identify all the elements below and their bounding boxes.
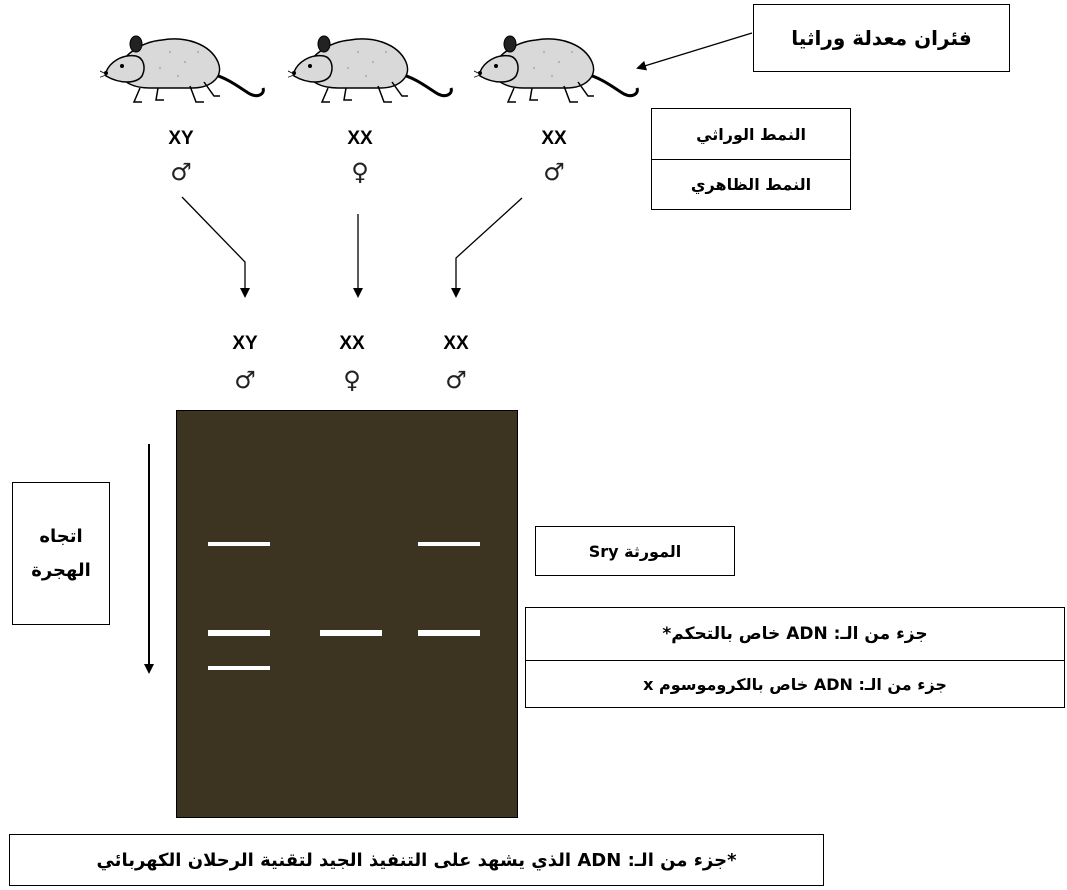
transgenic-mice-label: فئران معدلة وراثيا (753, 4, 1010, 72)
lane-1-connector-arrow (181, 196, 250, 298)
x-chromosome-dna-label: جزء من الـ: ADN خاص بالكروموسوم x (525, 660, 1065, 708)
genotype-label-text: النمط الوراثي (696, 124, 806, 144)
transgenic-mice-text: فئران معدلة وراثيا (791, 26, 972, 50)
lane-3-connector-arrow (451, 197, 523, 298)
mouse-2-sex-symbol: ♀ (351, 158, 369, 186)
phenotype-label-box: النمط الظاهري (651, 159, 851, 210)
migration-label-line1: اتجاه (39, 525, 83, 547)
mouse-2-genotype: XX (347, 128, 373, 149)
transgenic-pointer-arrow (636, 32, 753, 71)
gel-band-lane1-control (208, 630, 270, 636)
lane-1-sex-symbol: ♂ (234, 366, 256, 394)
lane-3-sex-symbol: ♂ (445, 366, 467, 394)
lane-1-genotype: XY (232, 333, 258, 354)
footnote-text: *جزء من الـ: ADN الذي يشهد على التنفيذ ا… (96, 849, 737, 871)
phenotype-label-text: النمط الظاهري (690, 175, 812, 194)
footnote-box: *جزء من الـ: ADN الذي يشهد على التنفيذ ا… (9, 834, 824, 886)
mouse-1-genotype: XY (168, 128, 194, 149)
mouse-1-sex-symbol: ♂ (170, 158, 192, 186)
mouse-icon-3 (474, 34, 639, 104)
migration-direction-label: اتجاه الهجرة (12, 482, 110, 625)
mouse-3-sex-symbol: ♂ (543, 158, 565, 186)
gel-band-lane2-control (320, 630, 382, 636)
gel-band-lane3-control (418, 630, 480, 636)
sry-gene-label: المورثة Sry (535, 526, 735, 576)
lane-2-genotype: XX (339, 333, 365, 354)
lane-2-sex-symbol: ♀ (343, 366, 361, 394)
sry-gene-text: المورثة Sry (588, 541, 682, 561)
mouse-icon-2 (288, 34, 453, 104)
lane-3-genotype: XX (443, 333, 469, 354)
genotype-label-box: النمط الوراثي (651, 108, 851, 160)
migration-label-line2: الهجرة (31, 559, 91, 581)
gel-band-lane3-sry (418, 542, 480, 546)
x-chromosome-dna-text: جزء من الـ: ADN خاص بالكروموسوم x (643, 674, 947, 694)
mouse-icon-1 (100, 34, 265, 104)
gel-band-lane1-xchrom (208, 666, 270, 670)
control-dna-label: جزء من الـ: ADN خاص بالتحكم* (525, 607, 1065, 661)
electrophoresis-gel (176, 410, 518, 818)
control-dna-text: جزء من الـ: ADN خاص بالتحكم* (662, 624, 928, 644)
mouse-3-genotype: XX (541, 128, 567, 149)
gel-band-lane1-sry (208, 542, 270, 546)
